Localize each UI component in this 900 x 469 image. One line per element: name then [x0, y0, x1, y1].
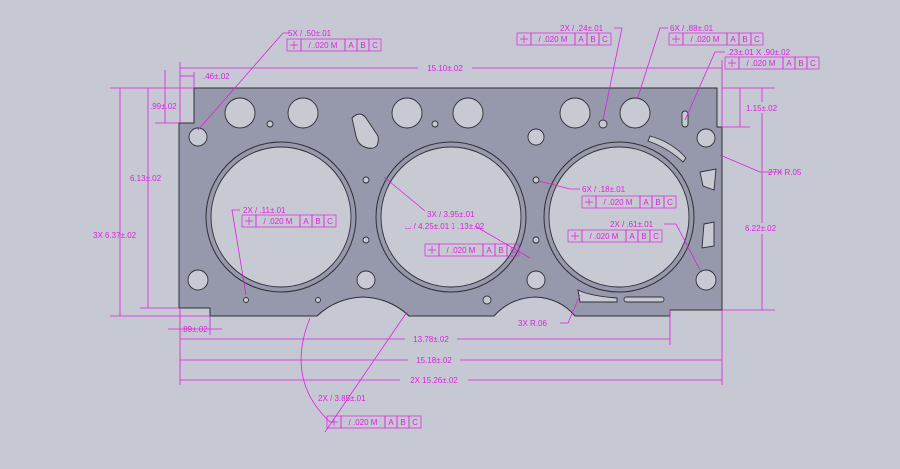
fcf-datum-c: C: [327, 217, 333, 226]
callout-counterbore: ⌴ / 4.25±.01 ↧ .13±.02: [405, 222, 485, 231]
callout-bottom-arcs: 2X / 3.85±.01: [318, 394, 366, 403]
position-icon: [672, 35, 680, 43]
fcf-tolerance: / .020 M: [309, 41, 338, 50]
fcf-tolerance: / .020 M: [747, 59, 776, 68]
fcf-datum-b: B: [798, 59, 803, 68]
fcf-tolerance: / .020 M: [604, 198, 633, 207]
position-icon: [330, 418, 338, 426]
fcf-datum-a: A: [578, 35, 584, 44]
callout-radius-3: 3X R.06: [518, 319, 547, 328]
fcf-datum-b: B: [655, 198, 660, 207]
position-icon: [290, 41, 298, 49]
fcf-cell: [598, 32, 612, 46]
fcf-datum-c: C: [372, 41, 378, 50]
fcf-datum-a: A: [629, 232, 635, 241]
dim-left-step-height: .99±.02: [150, 102, 177, 111]
callout-bolt-holes: 6X / .88±.01: [670, 24, 714, 33]
fcf-tolerance: / .020 M: [264, 217, 293, 226]
fcf-tolerance: / .020 M: [447, 246, 476, 255]
fcf-cell: [506, 243, 520, 257]
callout-corner-holes: 2X / .61±.01: [610, 220, 654, 229]
fcf-cell: [323, 214, 337, 228]
fcf-tolerance: / .020 M: [590, 232, 619, 241]
fcf-datum-a: A: [486, 246, 492, 255]
fcf-cell: [663, 195, 677, 209]
fcf-cell: [750, 32, 764, 46]
fcf-tolerance: / .020 M: [691, 35, 720, 44]
cylinder-bore-1: [205, 141, 357, 293]
dim-height-637: 3X 6.37±.02: [93, 231, 137, 240]
dim-right-step: 1.15±.02: [746, 104, 778, 113]
fcf-datum-a: A: [786, 59, 792, 68]
fcf-datum-b: B: [742, 35, 747, 44]
fcf-datum-b: B: [498, 246, 503, 255]
dim-bottom-step: .89±.02: [181, 325, 208, 334]
callout-small-hole-top: 2X / .24±.01: [560, 24, 604, 33]
dim-height-613: 6.13±.02: [130, 174, 162, 183]
position-icon: [585, 198, 593, 206]
callout-water-holes: 6X / .18±.01: [582, 185, 626, 194]
callout-bore: 3X / 3.95±.01: [427, 210, 475, 219]
fcf-datum-b: B: [360, 41, 365, 50]
fcf-datum-c: C: [653, 232, 659, 241]
dimension-lines: [110, 27, 782, 433]
position-icon: [520, 35, 528, 43]
fcf-datum-c: C: [667, 198, 673, 207]
fcf-tolerance: / .020 M: [539, 35, 568, 44]
fcf-datum-c: C: [412, 418, 418, 427]
cylinder-bore-3: [543, 141, 695, 293]
dim-width-1378: 13.78±.02: [413, 335, 449, 344]
fcf-cell: [408, 415, 422, 429]
fcf-cell: [368, 38, 382, 52]
fcf-datum-b: B: [315, 217, 320, 226]
dim-height-622: 6.22±.02: [745, 224, 777, 233]
dimension-labels: 15.10±.02 .46±.02 .99±.02 6.13±.02 3X 6.…: [93, 62, 802, 386]
callout-slot: .23±.01 X .90±.02: [727, 48, 791, 57]
fcf-datum-b: B: [590, 35, 595, 44]
fcf-tolerance: / .020 M: [349, 418, 378, 427]
callout-top-left-holes: 5X / .50±.01: [288, 29, 332, 38]
fcf-cell: [649, 229, 663, 243]
fcf-datum-a: A: [643, 198, 649, 207]
fcf-datum-a: A: [303, 217, 309, 226]
dim-left-step: .46±.02: [203, 72, 230, 81]
gasket-holes: [187, 97, 717, 305]
position-icon: [728, 59, 736, 67]
fcf-datum-b: B: [400, 418, 405, 427]
fcf-datum-a: A: [348, 41, 354, 50]
dim-overall-top: 15.10±.02: [427, 64, 463, 73]
callout-radius-27: 27X R.05: [768, 168, 802, 177]
callout-small-hole-bottom: 2X / .11±.01: [243, 206, 286, 215]
cylinder-bore-2: [375, 141, 527, 293]
position-icon: [428, 246, 436, 254]
dim-width-1518: 15.18±.02: [416, 356, 452, 365]
fcf-datum-c: C: [810, 59, 816, 68]
position-icon: [571, 232, 579, 240]
dim-width-1526: 2X 15.26±.02: [410, 376, 458, 385]
fcf-datum-c: C: [602, 35, 608, 44]
fcf-cell: [806, 56, 820, 70]
fcf-datum-a: A: [388, 418, 394, 427]
position-icon: [245, 217, 253, 225]
fcf-datum-a: A: [730, 35, 736, 44]
fcf-datum-b: B: [641, 232, 646, 241]
fcf-datum-c: C: [754, 35, 760, 44]
fcf-datum-c: C: [510, 246, 516, 255]
